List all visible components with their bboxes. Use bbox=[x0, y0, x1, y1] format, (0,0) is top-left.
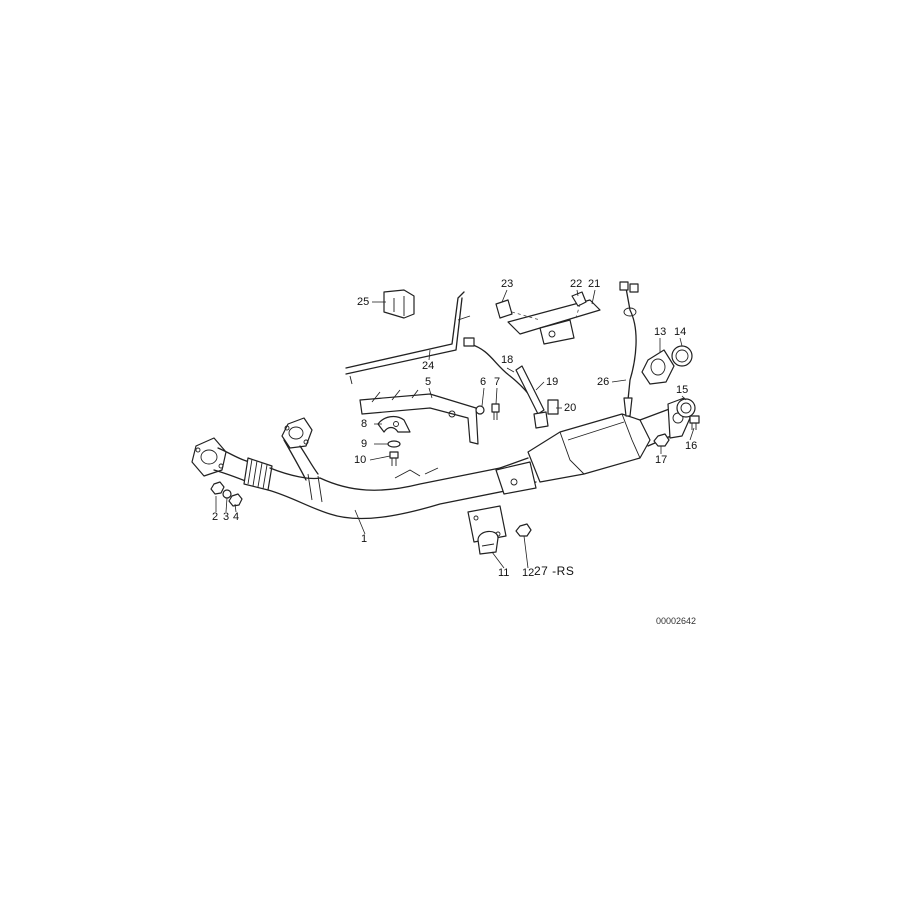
gasket-13 bbox=[641, 349, 675, 385]
holder-rod bbox=[345, 291, 471, 385]
sensor-lead bbox=[619, 281, 639, 417]
callout-14: 14 bbox=[674, 326, 687, 338]
callout-6: 6 bbox=[480, 376, 487, 388]
callout-20: 20 bbox=[564, 402, 577, 414]
callout-7: 7 bbox=[494, 376, 501, 388]
callout-13: 13 bbox=[654, 326, 667, 338]
catalytic-converter bbox=[495, 397, 691, 495]
callout-23: 23 bbox=[501, 278, 514, 290]
callout-12: 12 bbox=[522, 567, 535, 579]
nut-12 bbox=[515, 523, 532, 537]
callout-11: 11 bbox=[498, 567, 510, 579]
callout-21: 21 bbox=[588, 278, 601, 290]
callout-10: 10 bbox=[354, 454, 367, 466]
bolt-10 bbox=[389, 451, 399, 466]
heat-shield-bracket bbox=[359, 389, 479, 445]
nut-17 bbox=[653, 433, 670, 447]
callout-5: 5 bbox=[425, 376, 432, 388]
oxygen-sensor-cable bbox=[463, 337, 559, 429]
nut-2 bbox=[210, 481, 225, 495]
callout-17: 17 bbox=[655, 454, 668, 466]
sealing-ring-15 bbox=[676, 398, 696, 418]
callout-9: 9 bbox=[361, 438, 368, 450]
washer-6 bbox=[475, 405, 485, 415]
washer-3 bbox=[222, 489, 232, 499]
callout-24: 24 bbox=[422, 360, 435, 372]
callout-15: 15 bbox=[676, 384, 689, 396]
image-id: 00002642 bbox=[656, 616, 697, 626]
flex-joint bbox=[243, 457, 273, 491]
callout-26: 26 bbox=[597, 376, 610, 388]
callout-22: 22 bbox=[570, 278, 583, 290]
nut-4 bbox=[228, 493, 243, 507]
rubber-mount bbox=[467, 505, 507, 555]
clip-23 bbox=[495, 299, 513, 319]
sheet-code: 27 -RS bbox=[534, 564, 575, 578]
callout-8: 8 bbox=[361, 418, 368, 430]
washer-9 bbox=[387, 440, 401, 448]
left-manifold-flange bbox=[191, 437, 227, 477]
clamp bbox=[377, 415, 411, 433]
callout-3: 3 bbox=[223, 511, 230, 523]
callout-16: 16 bbox=[685, 440, 698, 452]
callout-1: 1 bbox=[361, 533, 368, 545]
bolt-7 bbox=[491, 403, 500, 420]
callout-18: 18 bbox=[501, 354, 514, 366]
leader-lines bbox=[215, 289, 695, 569]
bolt-16 bbox=[689, 415, 700, 430]
callout-2: 2 bbox=[212, 511, 219, 523]
converter-bracket bbox=[495, 461, 537, 495]
clip-25 bbox=[383, 289, 415, 319]
ring-14 bbox=[671, 345, 693, 367]
callout-25: 25 bbox=[357, 296, 370, 308]
clip-22 bbox=[571, 291, 587, 307]
bracket-21 bbox=[507, 299, 601, 345]
callout-19: 19 bbox=[546, 376, 559, 388]
front-pipe bbox=[191, 417, 537, 520]
callout-4: 4 bbox=[233, 511, 240, 523]
